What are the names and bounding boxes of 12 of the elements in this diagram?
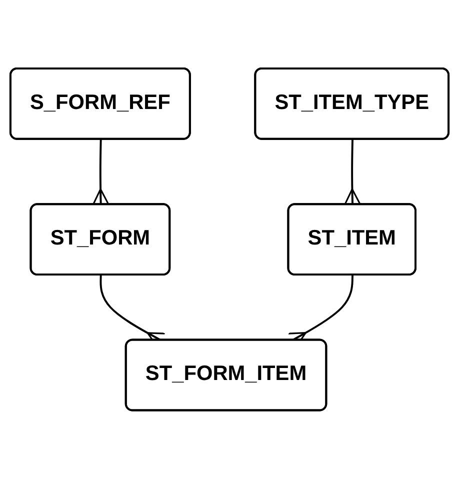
entity-box — [287, 203, 416, 276]
entity-box — [124, 338, 328, 412]
relationship-line — [344, 140, 362, 206]
entity-name: S_FORM_REF — [30, 91, 170, 116]
entity-name: ST_FORM — [50, 226, 150, 252]
entity-box — [9, 68, 191, 140]
entity-name: ST_ITEM — [308, 226, 396, 252]
entity-name: ST_FORM_ITEM — [145, 362, 307, 388]
entity-name: ST_ITEM_TYPE — [274, 91, 429, 116]
relationship-line — [92, 140, 110, 206]
entity-box — [254, 68, 450, 140]
entity-box — [30, 203, 171, 276]
